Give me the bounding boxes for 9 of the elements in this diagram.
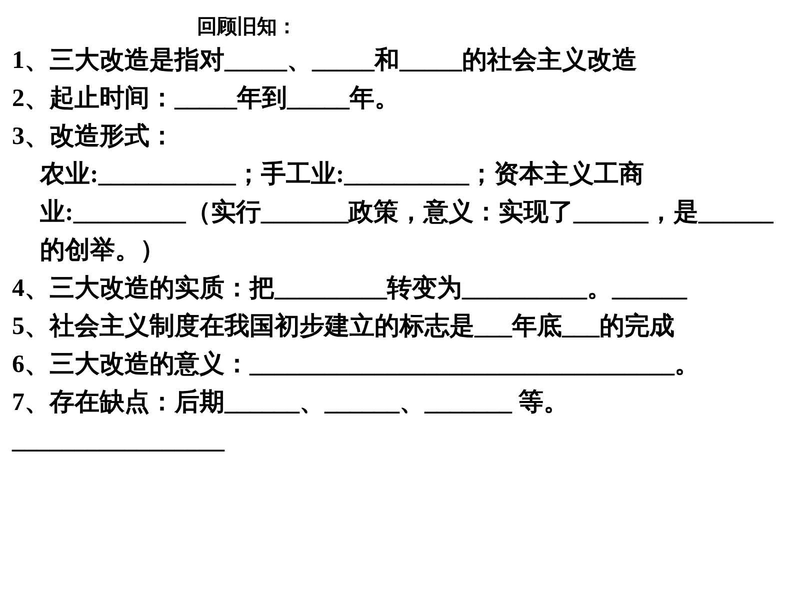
heading: 回顾旧知： — [197, 15, 297, 40]
worksheet-line: 3、改造形式： — [12, 122, 176, 152]
worksheet-line: 7、存在缺点：后期______、______、_______ 等。 _________________ — [12, 388, 570, 456]
worksheet-line: 1、三大改造是指对_____、_____和_____的社会主义改造 — [12, 45, 638, 76]
worksheet-line: 5、社会主义制度在我国初步建立的标志是___年底___的完成 — [12, 311, 676, 342]
worksheet-line: 6、三大改造的意义：__________________________________。 — [12, 349, 700, 380]
worksheet-line: 2、起止时间：_____年到_____年。 — [12, 84, 400, 114]
worksheet-line: 4、三大改造的实质：把_________转变为__________。______ — [12, 273, 688, 304]
worksheet-line: 农业:___________；手工业:__________；资本主义工商业:_________（实行_______政策，意义：实现了______，是______的创举。） — [38, 159, 774, 266]
